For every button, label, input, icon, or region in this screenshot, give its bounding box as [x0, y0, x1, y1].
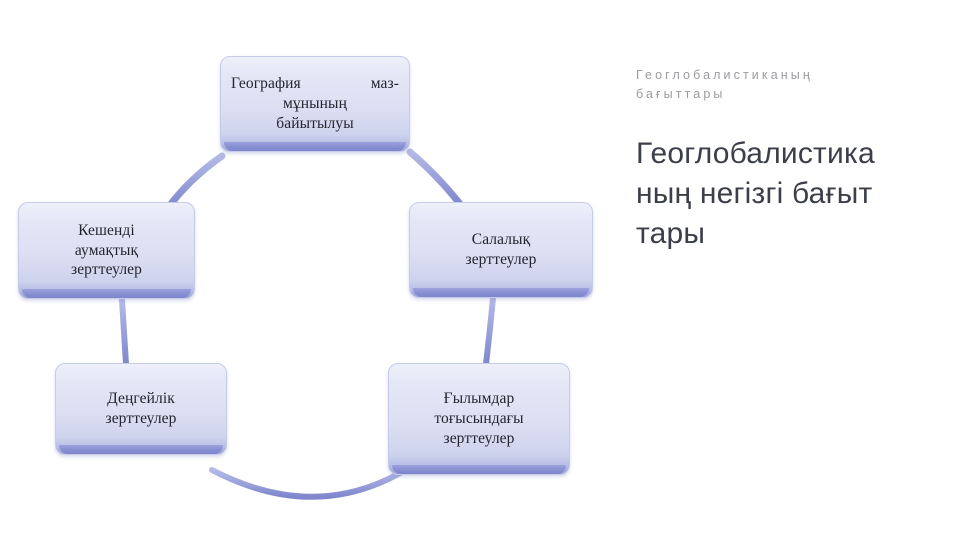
cycle-diagram: География маз- мұнының байытылуы Салалық…: [0, 30, 620, 520]
connector-top-to-right: [406, 148, 464, 208]
diagram-node-bottom-left-label: Деңгейлік зерттеулер: [66, 389, 216, 429]
diagram-node-right[interactable]: Салалық зерттеулер: [409, 202, 593, 298]
connector-bottomright-to-bottomleft: [209, 467, 403, 500]
cycle-connector-arcs: [119, 148, 496, 500]
diagram-node-right-line1: Салалық: [471, 231, 531, 249]
slide-eyebrow: Геоглобалистиканың бағыттары: [636, 68, 813, 102]
connector-right-to-bottomright: [483, 295, 496, 367]
diagram-node-top[interactable]: География маз- мұнының байытылуы: [220, 56, 410, 152]
diagram-node-left[interactable]: Кешенді аумақтық зерттеулер: [18, 202, 195, 299]
diagram-node-top-label: География маз- мұнының байытылуы: [231, 74, 399, 133]
diagram-node-bottom-left[interactable]: Деңгейлік зерттеулер: [55, 363, 227, 455]
diagram-node-top-line1: География маз-: [231, 75, 399, 93]
diagram-node-bottom-left-line2: зерттеулер: [105, 410, 177, 427]
diagram-node-left-line1: Кешенді: [78, 221, 135, 239]
connector-left-to-top: [164, 152, 226, 212]
diagram-node-bottom-right-label: Ғылымдар тоғысындағы зерттеулер: [399, 389, 559, 448]
diagram-node-right-line2: зерттеулер: [465, 251, 537, 268]
text-panel: Геоглобалистиканың бағыттары Геоглобалис…: [636, 0, 960, 540]
diagram-node-top-line2: мұнының: [283, 95, 347, 113]
diagram-node-bottom-right-line2: тоғысындағы: [434, 410, 524, 428]
slide-headline: Геоглобалистиканың негізгі бағыттары: [636, 137, 875, 250]
diagram-node-bottom-right-line1: Ғылымдар: [443, 390, 515, 408]
diagram-node-bottom-left-line1: Деңгейлік: [107, 390, 175, 408]
diagram-node-top-line3: байытылуы: [276, 114, 354, 132]
diagram-node-bottom-right-line3: зерттеулер: [443, 429, 515, 447]
diagram-node-bottom-right[interactable]: Ғылымдар тоғысындағы зерттеулер: [388, 363, 570, 475]
diagram-node-left-line3: зерттеулер: [70, 261, 143, 279]
diagram-node-left-label: Кешенді аумақтық зерттеулер: [29, 221, 184, 280]
diagram-node-right-label: Салалық зерттеулер: [420, 230, 582, 270]
connector-bottomleft-to-left: [119, 297, 129, 367]
diagram-node-left-line2: аумақтық: [74, 241, 139, 259]
